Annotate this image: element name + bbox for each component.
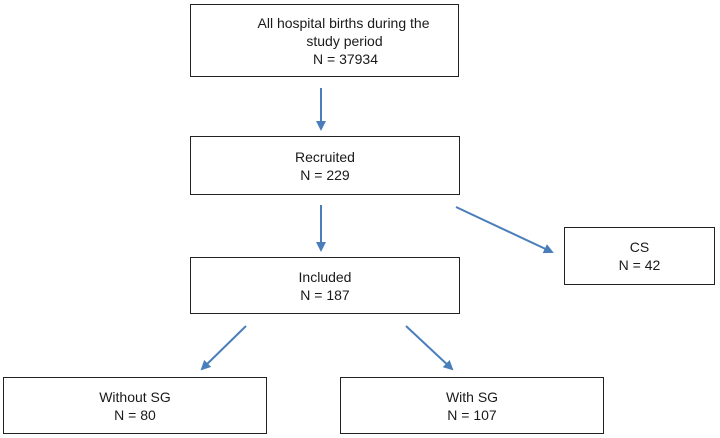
- without-sg-box: Without SG N = 80: [3, 377, 267, 434]
- recruited-box: Recruited N = 229: [190, 136, 460, 195]
- recruited-label: Recruited: [295, 148, 355, 165]
- with-sg-count: N = 107: [447, 406, 497, 423]
- arrow-included-to-with-sg: [405, 325, 454, 371]
- included-count: N = 187: [300, 286, 350, 303]
- all-births-count: N = 37934: [313, 50, 378, 67]
- cs-count: N = 42: [618, 257, 661, 273]
- included-label: Included: [298, 268, 352, 285]
- arrow-recruited-to-cs: [455, 206, 554, 254]
- arrow-included-to-without-sg: [200, 325, 247, 371]
- without-sg-label: Without SG: [99, 388, 171, 405]
- without-sg-count: N = 80: [114, 406, 156, 423]
- included-box: Included N = 187: [190, 257, 460, 314]
- with-sg-label: With SG: [445, 388, 499, 405]
- all-births-box: All hospital births during the study per…: [190, 4, 459, 77]
- cs-box: CS N = 42: [564, 227, 715, 285]
- with-sg-box: With SG N = 107: [340, 377, 604, 434]
- all-births-line2: study period: [306, 32, 383, 49]
- all-births-line1: All hospital births during the: [257, 14, 430, 31]
- recruited-count: N = 229: [300, 166, 350, 183]
- cs-label: CS: [629, 239, 650, 255]
